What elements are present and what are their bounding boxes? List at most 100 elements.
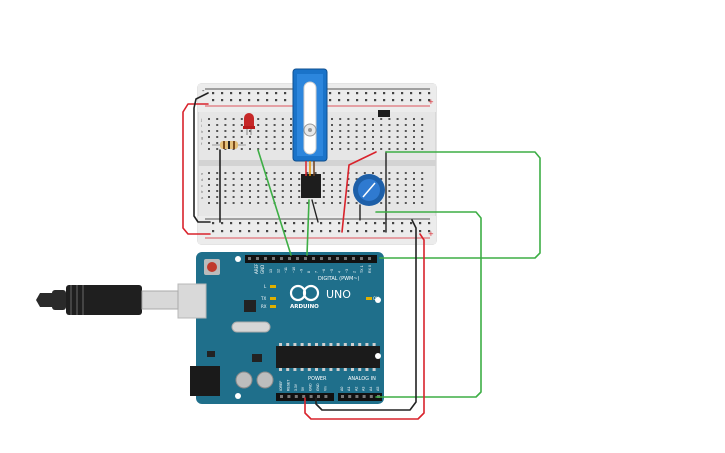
rail-hole[interactable]	[212, 222, 215, 225]
header-pin[interactable]	[341, 395, 344, 398]
rail-hole[interactable]	[230, 99, 233, 102]
breadboard-hole[interactable]	[216, 136, 219, 138]
breadboard-hole[interactable]	[339, 172, 342, 174]
breadboard-hole[interactable]	[224, 202, 227, 204]
rail-hole[interactable]	[419, 222, 422, 225]
rail-hole[interactable]	[293, 222, 296, 225]
rail-hole[interactable]	[230, 230, 233, 233]
breadboard-hole[interactable]	[265, 190, 268, 192]
breadboard-hole[interactable]	[355, 124, 358, 126]
breadboard-hole[interactable]	[404, 178, 407, 180]
breadboard-hole[interactable]	[298, 172, 301, 174]
breadboard-hole[interactable]	[355, 118, 358, 120]
breadboard-hole[interactable]	[281, 202, 284, 204]
breadboard-hole[interactable]	[232, 136, 235, 138]
breadboard-hole[interactable]	[404, 196, 407, 198]
breadboard-hole[interactable]	[372, 142, 374, 144]
rail-hole[interactable]	[374, 99, 377, 102]
breadboard-hole[interactable]	[240, 190, 243, 192]
rail-hole[interactable]	[212, 99, 215, 102]
breadboard-hole[interactable]	[257, 130, 260, 132]
breadboard-hole[interactable]	[249, 202, 251, 204]
breadboard-hole[interactable]	[290, 148, 292, 150]
breadboard-hole[interactable]	[331, 136, 333, 138]
rail-hole[interactable]	[266, 222, 269, 225]
breadboard-hole[interactable]	[347, 190, 350, 192]
breadboard-hole[interactable]	[240, 136, 243, 138]
breadboard-hole[interactable]	[281, 178, 284, 180]
rail-hole[interactable]	[347, 99, 350, 102]
rail-hole[interactable]	[248, 230, 251, 233]
breadboard-hole[interactable]	[298, 178, 301, 180]
rail-hole[interactable]	[311, 230, 314, 233]
breadboard-hole[interactable]	[355, 202, 358, 204]
rail-hole[interactable]	[401, 222, 404, 225]
breadboard-hole[interactable]	[257, 190, 260, 192]
breadboard-hole[interactable]	[216, 148, 219, 150]
header-pin[interactable]	[344, 257, 347, 260]
breadboard-hole[interactable]	[347, 142, 350, 144]
breadboard-hole[interactable]	[421, 148, 424, 150]
breadboard-hole[interactable]	[413, 118, 415, 120]
rail-hole[interactable]	[248, 99, 251, 102]
breadboard-hole[interactable]	[347, 178, 350, 180]
breadboard-hole[interactable]	[413, 124, 415, 126]
rail-hole[interactable]	[275, 92, 278, 95]
breadboard-hole[interactable]	[281, 190, 284, 192]
breadboard-hole[interactable]	[208, 196, 210, 198]
breadboard-hole[interactable]	[413, 142, 415, 144]
breadboard-hole[interactable]	[290, 130, 292, 132]
breadboard-hole[interactable]	[273, 184, 276, 186]
breadboard-hole[interactable]	[404, 148, 407, 150]
breadboard-hole[interactable]	[224, 124, 227, 126]
breadboard-hole[interactable]	[396, 130, 399, 132]
breadboard-hole[interactable]	[331, 142, 333, 144]
breadboard-hole[interactable]	[347, 196, 350, 198]
breadboard-hole[interactable]	[232, 190, 235, 192]
rail-hole[interactable]	[257, 222, 260, 225]
breadboard-hole[interactable]	[314, 172, 317, 174]
breadboard-hole[interactable]	[224, 196, 227, 198]
breadboard-hole[interactable]	[216, 202, 219, 204]
header-pin[interactable]	[348, 395, 352, 398]
breadboard-hole[interactable]	[257, 178, 260, 180]
breadboard-hole[interactable]	[257, 124, 260, 126]
rail-hole[interactable]	[248, 92, 251, 95]
header-pin[interactable]	[324, 395, 328, 398]
breadboard-hole[interactable]	[257, 148, 260, 150]
breadboard-hole[interactable]	[322, 196, 325, 198]
breadboard-hole[interactable]	[265, 172, 268, 174]
breadboard-hole[interactable]	[249, 172, 251, 174]
header-pin[interactable]	[302, 395, 306, 398]
breadboard-hole[interactable]	[273, 142, 276, 144]
breadboard-hole[interactable]	[216, 130, 219, 132]
header-pin[interactable]	[360, 257, 363, 260]
breadboard-hole[interactable]	[388, 148, 391, 150]
breadboard-hole[interactable]	[331, 202, 333, 204]
breadboard-hole[interactable]	[306, 202, 309, 204]
rail-hole[interactable]	[257, 99, 260, 102]
breadboard-hole[interactable]	[281, 124, 284, 126]
rail-hole[interactable]	[275, 230, 278, 233]
breadboard-hole[interactable]	[339, 196, 342, 198]
rail-hole[interactable]	[392, 92, 395, 95]
breadboard-hole[interactable]	[421, 190, 424, 192]
wires[interactable]	[182, 92, 541, 420]
rail-hole[interactable]	[311, 222, 314, 225]
breadboard-hole[interactable]	[257, 172, 260, 174]
breadboard-hole[interactable]	[339, 202, 342, 204]
rail-hole[interactable]	[374, 222, 377, 225]
breadboard-hole[interactable]	[396, 124, 399, 126]
breadboard-hole[interactable]	[421, 142, 424, 144]
breadboard-hole[interactable]	[298, 184, 301, 186]
rail-hole[interactable]	[257, 92, 260, 95]
breadboard-hole[interactable]	[281, 142, 284, 144]
breadboard-hole[interactable]	[216, 142, 219, 144]
breadboard-hole[interactable]	[413, 184, 415, 186]
breadboard-hole[interactable]	[421, 178, 424, 180]
breadboard-hole[interactable]	[273, 178, 276, 180]
breadboard-hole[interactable]	[388, 202, 391, 204]
breadboard-hole[interactable]	[339, 190, 342, 192]
rail-hole[interactable]	[392, 99, 395, 102]
breadboard-hole[interactable]	[380, 148, 383, 150]
